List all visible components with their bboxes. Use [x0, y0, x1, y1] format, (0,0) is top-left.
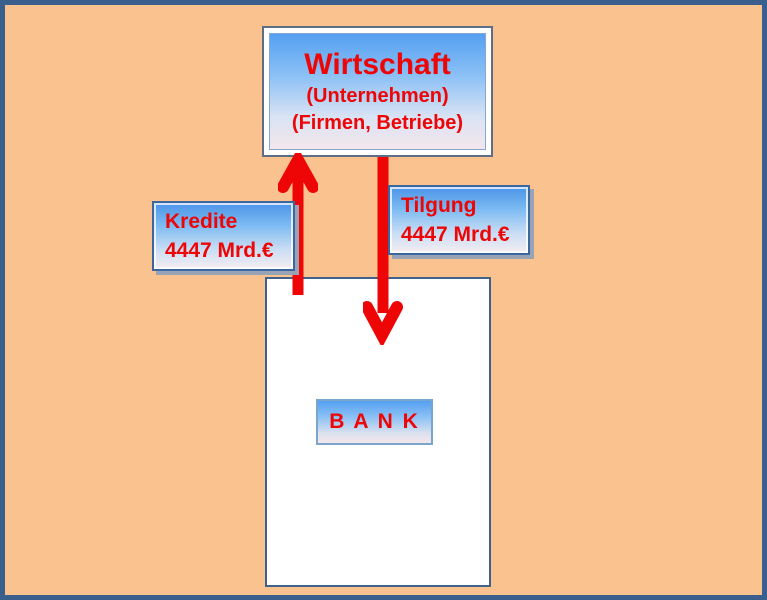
- arrow-down-icon: [363, 157, 403, 345]
- wirtschaft-title: Wirtschaft: [304, 47, 451, 81]
- tilgung-label-box: Tilgung 4447 Mrd.€: [388, 185, 530, 255]
- kredite-label-box: Kredite 4447 Mrd.€: [152, 201, 295, 271]
- tilgung-label-line1: Tilgung: [401, 194, 477, 217]
- bank-label: B A N K: [329, 410, 420, 433]
- wirtschaft-box: Wirtschaft (Unternehmen) (Firmen, Betrie…: [262, 26, 493, 157]
- kredite-label-line2: 4447 Mrd.€: [165, 239, 274, 262]
- bank-box: B A N K: [316, 399, 433, 445]
- arrow-up-icon: [278, 153, 318, 295]
- wirtschaft-subtitle-2: (Firmen, Betriebe): [291, 111, 464, 134]
- wirtschaft-subtitle-1: (Unternehmen): [306, 84, 449, 107]
- tilgung-label-line2: 4447 Mrd.€: [401, 223, 510, 246]
- wirtschaft-box-inner: Wirtschaft (Unternehmen) (Firmen, Betrie…: [269, 33, 486, 150]
- kredite-label-line1: Kredite: [165, 210, 238, 233]
